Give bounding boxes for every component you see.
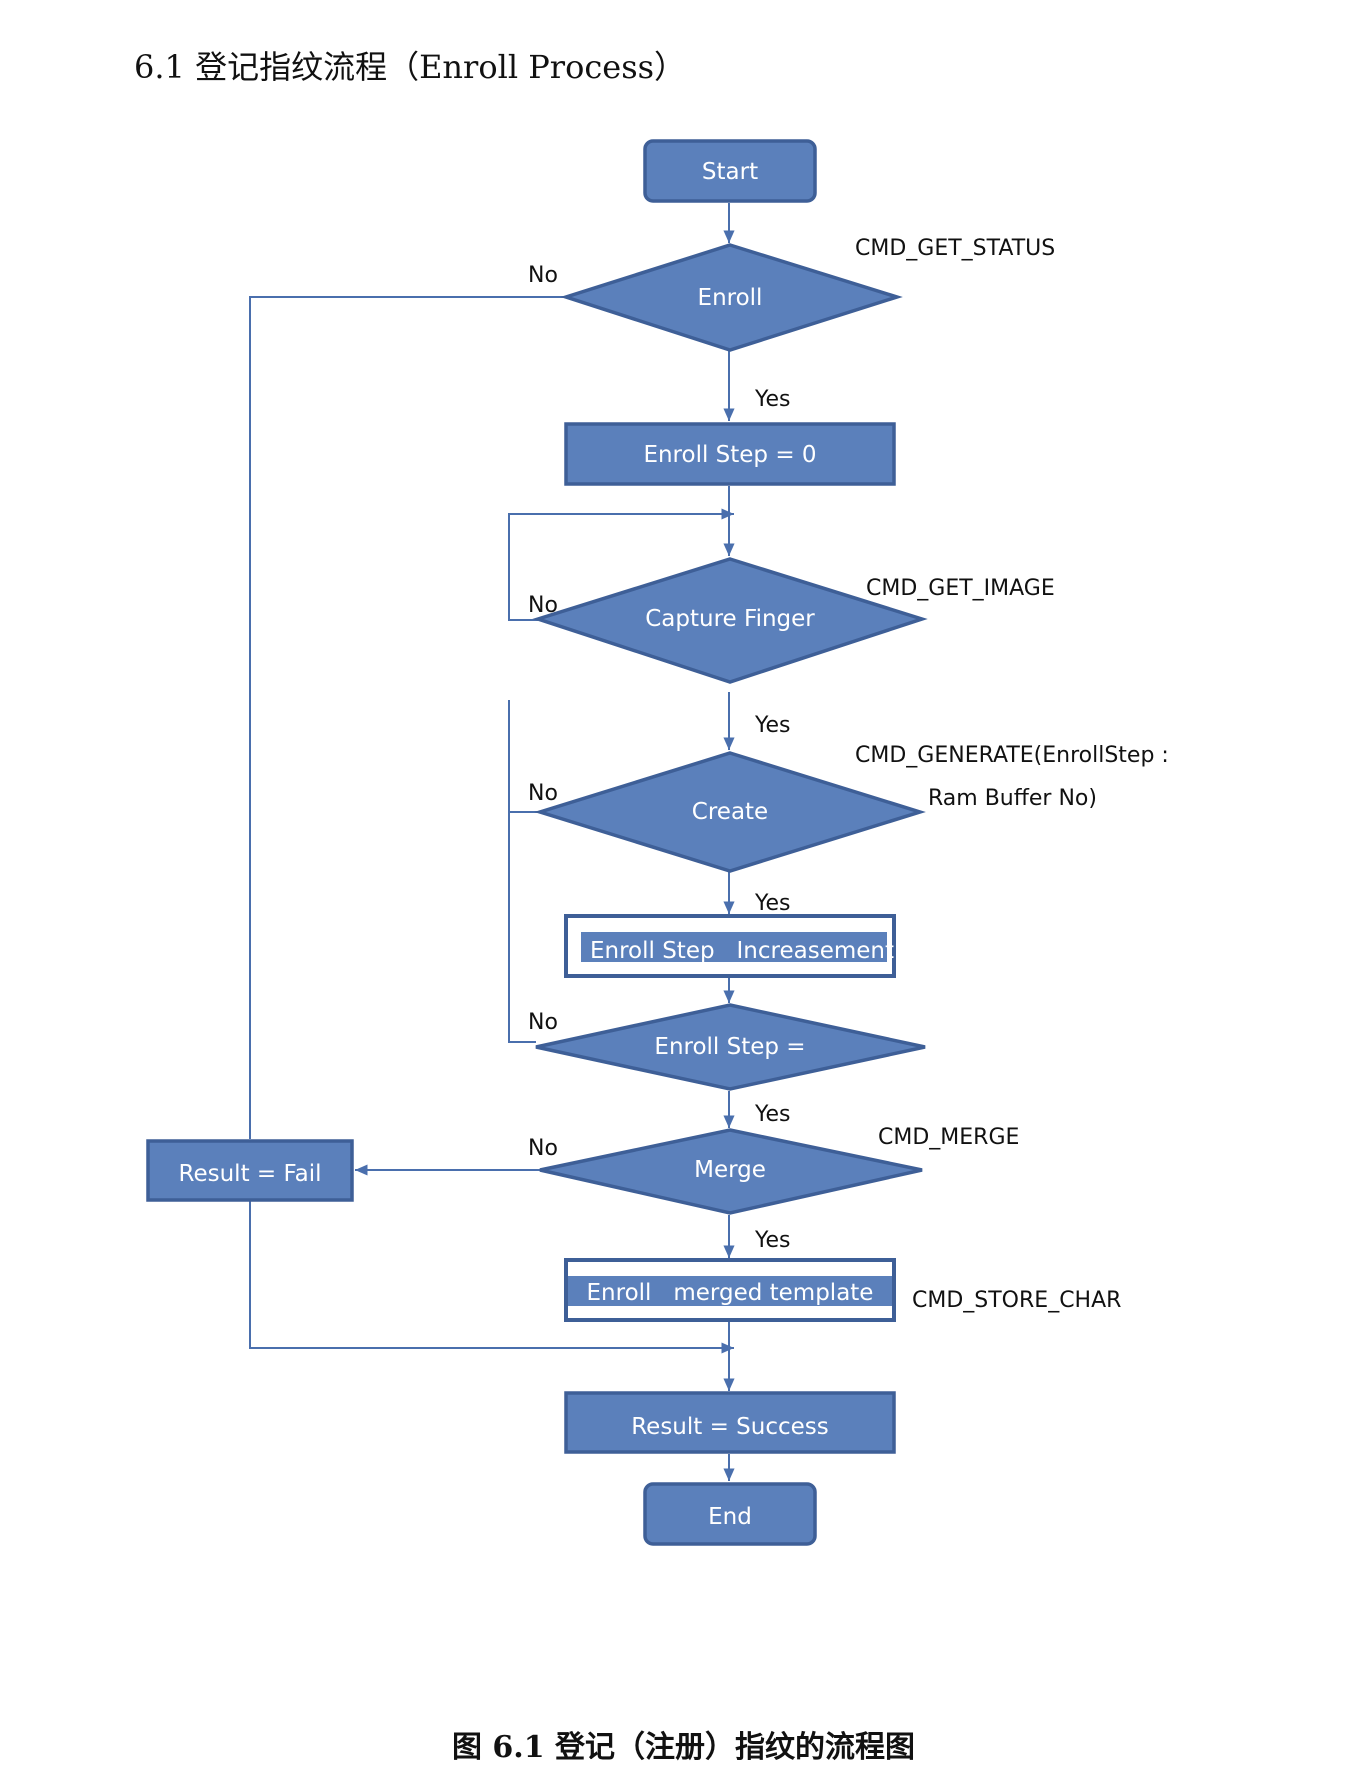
yes-label-step-check: Yes <box>754 1102 791 1127</box>
node-enroll-merged-template-label: Enroll merged template <box>587 1280 874 1306</box>
node-enroll-step-increase-label: Enroll Step Increasement <box>590 938 894 964</box>
edge-check-no <box>508 800 536 1043</box>
decision-merge-label: Merge <box>694 1157 766 1183</box>
no-label-capture: No <box>528 593 558 618</box>
decision-create: Create <box>534 751 926 873</box>
node-result-success: Result = Success <box>564 1391 896 1454</box>
edge-fail-join <box>249 1200 734 1354</box>
node-result-fail: Result = Fail <box>146 1139 354 1202</box>
node-enroll-step-zero-label: Enroll Step = 0 <box>643 442 816 468</box>
node-start: Start <box>643 139 817 203</box>
cmd-merge-label: CMD_MERGE <box>878 1125 1019 1150</box>
decision-create-label: Create <box>692 799 768 825</box>
decision-enroll: Enroll <box>560 243 903 352</box>
node-enroll-step-increase: Enroll Step Increasement <box>564 914 896 978</box>
no-label-merge: No <box>528 1136 558 1161</box>
node-result-success-label: Result = Success <box>631 1414 829 1440</box>
decision-merge: Merge <box>539 1128 923 1215</box>
edge-enroll-no <box>249 296 566 1139</box>
cmd-get-image-label: CMD_GET_IMAGE <box>866 576 1055 601</box>
yes-label-capture: Yes <box>754 713 791 738</box>
node-result-fail-label: Result = Fail <box>179 1161 322 1187</box>
edge-loop-back <box>508 508 734 621</box>
no-label-create: No <box>528 781 558 806</box>
node-end: End <box>643 1482 817 1546</box>
decision-capture-finger-label: Capture Finger <box>645 606 815 632</box>
yes-label-create: Yes <box>754 891 791 916</box>
cmd-get-status-label: CMD_GET_STATUS <box>855 236 1055 261</box>
yes-label-enroll: Yes <box>754 387 791 412</box>
node-end-label: End <box>708 1504 752 1530</box>
decision-capture-finger: Capture Finger <box>532 557 928 684</box>
node-enroll-step-zero: Enroll Step = 0 <box>564 422 896 486</box>
section-heading: 6.1 登记指纹流程（Enroll Process） <box>134 48 687 86</box>
cmd-store-char-label: CMD_STORE_CHAR <box>912 1288 1121 1313</box>
node-enroll-merged-template: Enroll merged template <box>564 1258 896 1322</box>
node-start-label: Start <box>702 159 758 185</box>
cmd-generate-label-line1: CMD_GENERATE(EnrollStep : <box>855 743 1169 768</box>
decision-enroll-step-check: Enroll Step = <box>535 1003 926 1091</box>
decision-enroll-label: Enroll <box>698 285 763 311</box>
figure-caption: 图 6.1 登记（注册）指纹的流程图 <box>451 1730 916 1765</box>
decision-enroll-step-check-label: Enroll Step = <box>654 1034 805 1060</box>
no-label-enroll: No <box>528 263 558 288</box>
cmd-generate-label-line2: Ram Buffer No) <box>928 786 1097 811</box>
yes-label-merge: Yes <box>754 1228 791 1253</box>
flow-edges <box>249 203 735 1481</box>
no-label-step-check: No <box>528 1010 558 1035</box>
